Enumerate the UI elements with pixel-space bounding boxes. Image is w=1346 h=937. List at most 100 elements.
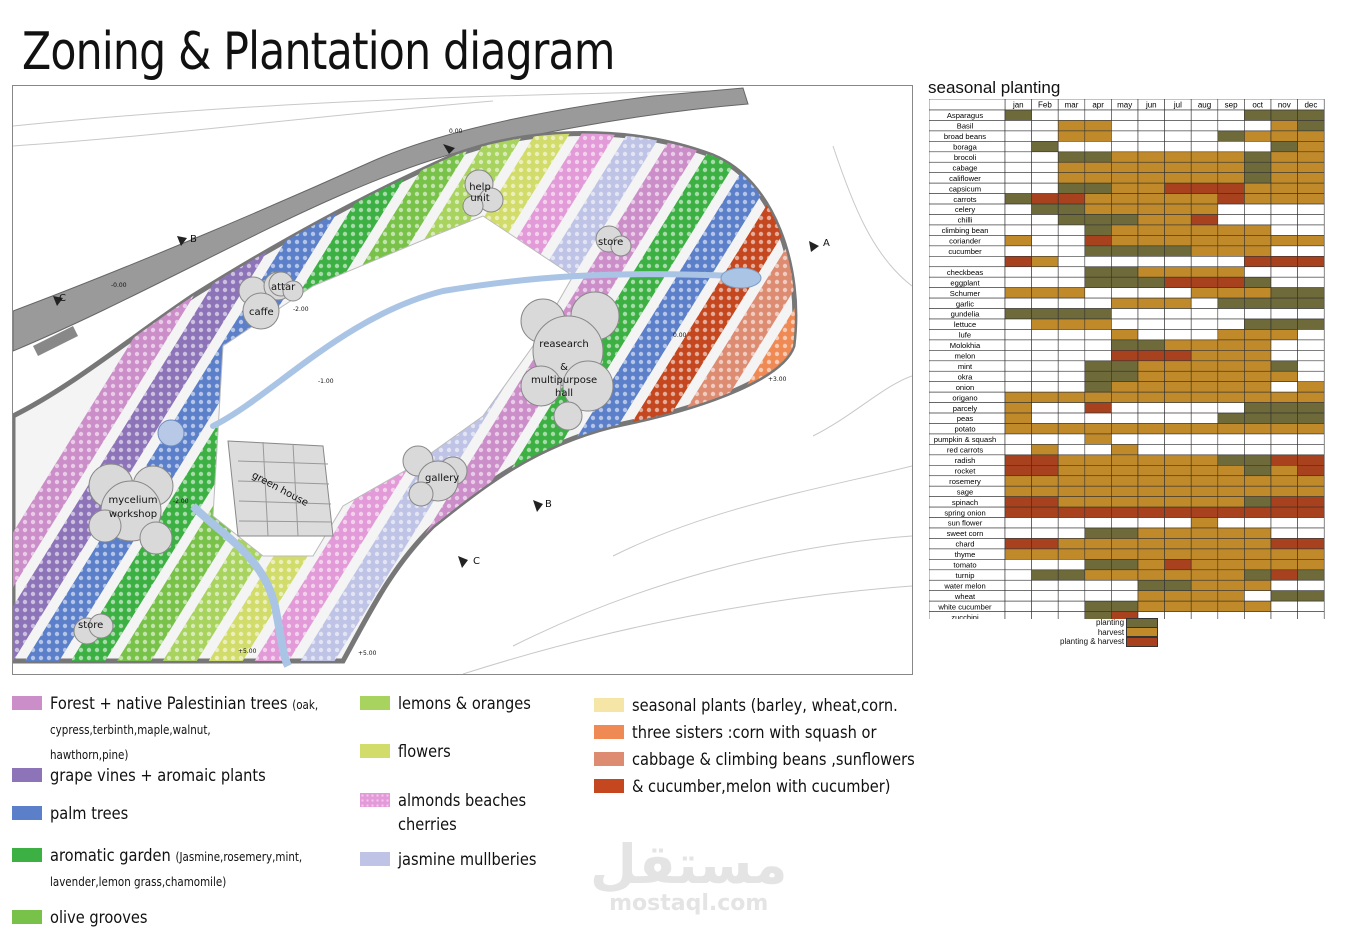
season-cell <box>1217 569 1245 581</box>
season-cell <box>1270 318 1298 330</box>
crop-name: climbing bean <box>942 226 989 235</box>
season-cell <box>1057 412 1086 424</box>
season-cell <box>1244 151 1272 163</box>
month-label: aug <box>1198 101 1211 110</box>
watermark: مستقل mostaql.com <box>590 838 788 916</box>
legend-label: olive grooves <box>50 908 148 928</box>
season-cell <box>1004 360 1032 372</box>
season-cell <box>1244 454 1272 466</box>
season-cell <box>1190 475 1219 487</box>
season-cell <box>1190 350 1219 362</box>
season-cell <box>1244 182 1272 194</box>
season-cell <box>1164 611 1192 619</box>
section-label-b2: B <box>545 499 552 510</box>
crop-name: pumpkin & squash <box>934 435 996 444</box>
season-cell <box>1137 600 1165 612</box>
season-cell <box>1190 600 1219 612</box>
season-cell <box>1244 559 1272 571</box>
season-cell <box>1244 297 1272 309</box>
season-cell <box>1164 256 1192 268</box>
season-cell <box>1244 172 1272 184</box>
label-line: unit <box>470 193 490 204</box>
section-label-c: C <box>59 293 66 304</box>
season-cell <box>1057 475 1086 487</box>
season-cell <box>1190 444 1219 456</box>
label-line: hall <box>554 388 574 399</box>
season-cell <box>1297 287 1325 299</box>
crop-name: Basil <box>957 122 974 131</box>
legend-label: almonds beaches <box>398 791 527 811</box>
legend-swatch <box>594 698 624 712</box>
season-cell <box>1031 172 1059 184</box>
season-cell <box>1164 590 1192 602</box>
season-cell <box>1111 454 1139 466</box>
season-cell <box>1244 256 1272 268</box>
season-cell <box>1111 308 1139 320</box>
season-cell <box>1190 276 1219 288</box>
season-cell <box>1084 517 1112 529</box>
season-cell <box>1031 600 1059 612</box>
crop-name: brocoli <box>954 153 977 162</box>
season-cell <box>1084 538 1112 550</box>
seasonal-legend-swatch <box>1126 617 1159 628</box>
season-cell <box>1217 444 1245 456</box>
season-cell <box>1084 203 1112 215</box>
season-cell <box>1190 339 1219 351</box>
season-cell <box>1164 370 1192 382</box>
legend-swatch <box>12 848 42 862</box>
season-cell <box>1137 339 1165 351</box>
season-cell <box>1004 203 1032 215</box>
season-cell <box>1137 141 1165 153</box>
season-cell <box>1084 318 1112 330</box>
season-cell <box>1190 370 1219 382</box>
season-cell <box>1244 391 1272 403</box>
season-cell <box>1244 276 1272 288</box>
legend-cabbage: cabbage & climbing beans ,sunflowers <box>594 748 961 772</box>
season-cell <box>1057 464 1086 477</box>
season-cell <box>1004 475 1032 487</box>
season-cell <box>1111 109 1139 121</box>
season-cell <box>1004 548 1032 560</box>
season-cell <box>1031 444 1059 456</box>
season-cell <box>1190 182 1219 194</box>
season-cell <box>1244 579 1272 591</box>
legend-swatch <box>12 910 42 924</box>
season-cell <box>1217 172 1245 184</box>
season-cell <box>1084 224 1112 236</box>
season-cell <box>1297 506 1325 518</box>
season-cell <box>1031 235 1059 247</box>
season-cell <box>1111 569 1139 581</box>
season-cell <box>1004 287 1032 299</box>
season-cell <box>1244 402 1272 414</box>
season-cell <box>1084 475 1112 487</box>
crop-name: checkbeas <box>947 268 984 277</box>
season-cell <box>1084 339 1112 351</box>
season-cell <box>1004 318 1032 330</box>
season-cell <box>1137 161 1165 173</box>
season-cell <box>1004 172 1032 184</box>
season-cell <box>1244 245 1272 257</box>
season-cell <box>1084 193 1112 205</box>
season-cell <box>1190 297 1219 309</box>
month-label: jun <box>1145 101 1157 110</box>
season-cell <box>1031 485 1059 497</box>
season-cell <box>1084 256 1112 268</box>
season-cell <box>1031 214 1059 226</box>
label-line: reasearch <box>539 339 589 350</box>
crop-name: mint <box>958 362 973 371</box>
season-cell <box>1270 141 1298 153</box>
season-cell <box>1217 235 1245 247</box>
season-cell <box>1190 454 1219 466</box>
legend-note: (oak, <box>292 698 319 712</box>
legend-swatch <box>360 744 390 758</box>
legend-swatch <box>594 752 624 766</box>
legend-label: jasmine mullberies <box>398 850 537 870</box>
season-cell <box>1084 506 1112 518</box>
season-cell <box>1244 308 1272 320</box>
season-cell <box>1297 276 1325 288</box>
season-cell <box>1084 214 1112 226</box>
season-cell <box>1111 350 1139 362</box>
season-cell <box>1031 527 1059 539</box>
season-cell <box>1084 485 1112 497</box>
season-cell <box>1164 412 1192 424</box>
